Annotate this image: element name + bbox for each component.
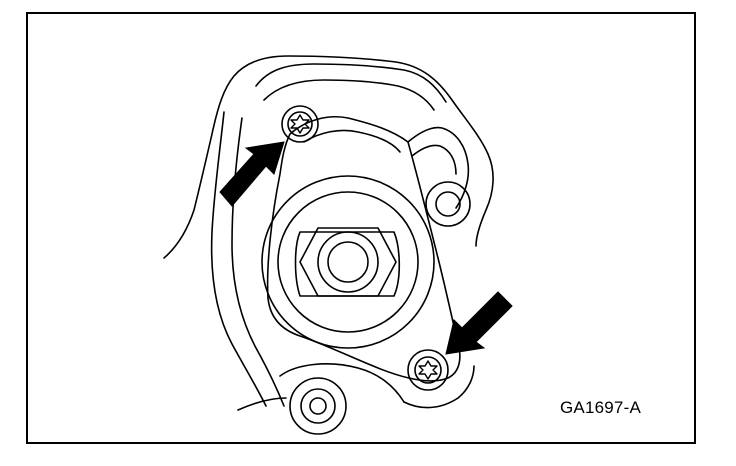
upper-bolt-head-inner [287, 111, 313, 137]
shaft-washer [317, 231, 379, 293]
housing-bottom-right [403, 365, 475, 409]
pulley-hub-flats [294, 231, 401, 297]
lower-left-boss-inner [309, 397, 327, 415]
lower-bolt-head-inner [414, 356, 442, 384]
housing-bottom-left-lip [237, 397, 287, 411]
right-mount-boss-outer [425, 181, 471, 227]
upper-bolt-head-outer [281, 105, 319, 143]
upper-torx-bolt [290, 114, 310, 134]
bracket-plate-edge [303, 129, 401, 153]
bracket-plate [266, 115, 461, 382]
shaft-center [327, 241, 369, 283]
housing-top-rim [255, 63, 447, 103]
lower-left-boss-outer [289, 377, 347, 435]
housing-right-rib [407, 126, 470, 209]
housing-left-flange [210, 111, 267, 407]
housing-right-rib-inner [411, 144, 457, 175]
lower-bolt-head-outer [407, 349, 449, 391]
lower-torx-bolt [418, 360, 438, 380]
arrow-upper-bolt [219, 141, 285, 207]
arrow-lower-bolt [445, 291, 513, 355]
figure-frame: GA1697-A [26, 12, 696, 444]
lower-left-boss-middle [300, 388, 336, 424]
right-mount-boss-inner [435, 191, 461, 217]
housing-outline [163, 55, 494, 259]
housing-left-flange-inner [231, 117, 285, 407]
housing-top-rim-inner [263, 79, 435, 111]
housing-bottom-curve [279, 363, 405, 403]
figure-code-label: GA1697-A [560, 398, 641, 417]
hex-nut [299, 227, 397, 297]
technical-line-drawing [163, 55, 513, 435]
pulley-outer-ring [261, 175, 435, 349]
pulley-middle-ring [277, 191, 419, 333]
